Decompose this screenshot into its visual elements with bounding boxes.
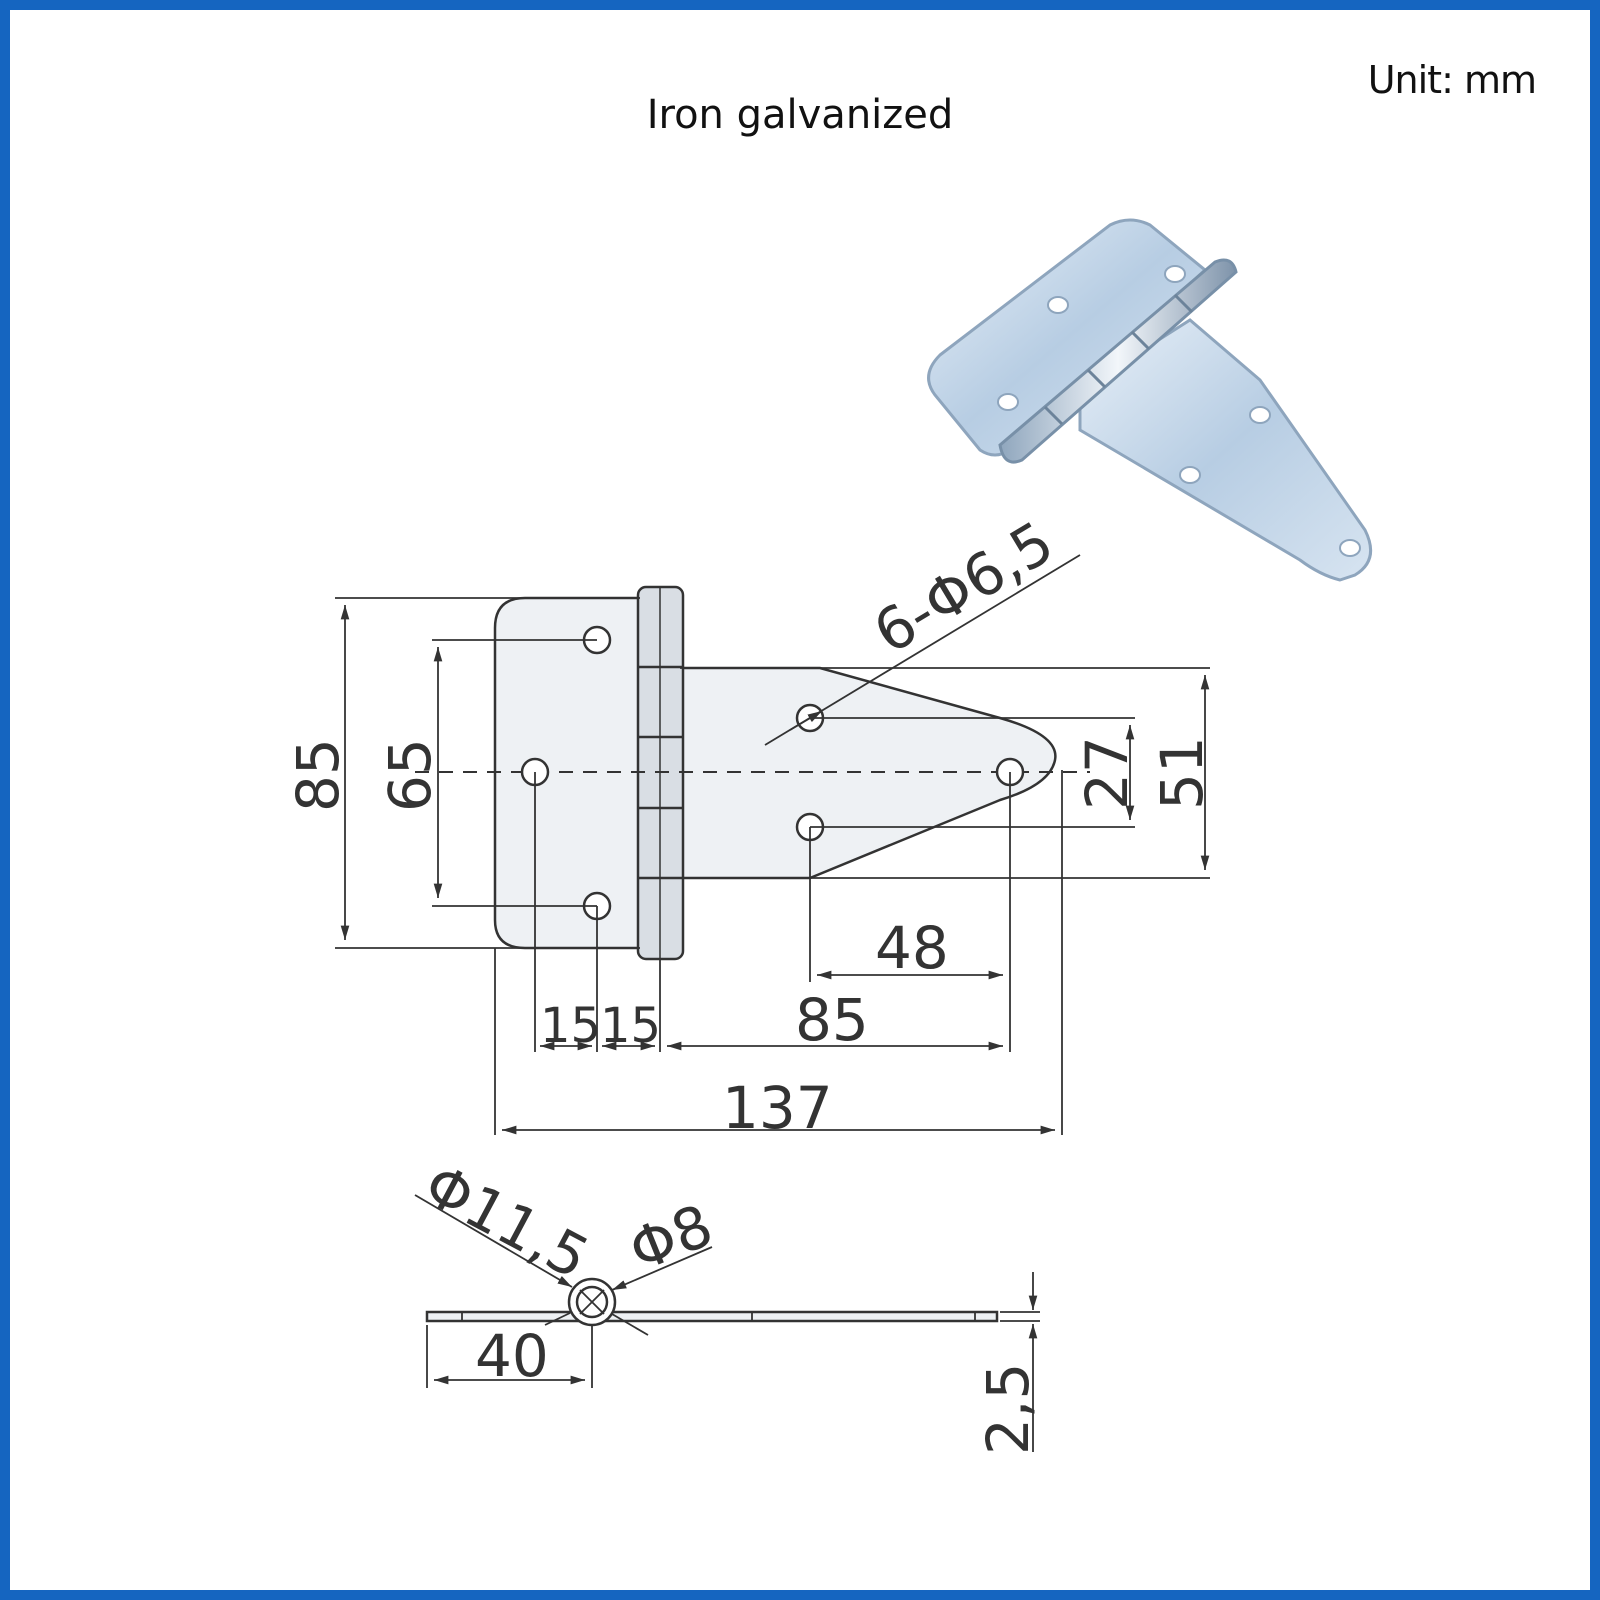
- dim-leaf-width-side: 40: [475, 1322, 549, 1390]
- dim-hole-offset-2: 15: [600, 998, 661, 1054]
- tail-leaf: [1078, 318, 1373, 582]
- hinge-photo: [927, 218, 1373, 582]
- side-view: [414, 1194, 1040, 1452]
- dim-pin-to-tail-hole: 85: [795, 986, 869, 1054]
- square-leaf: [927, 218, 1208, 457]
- pin-circle: [575, 1285, 609, 1319]
- dim-tail-height: 51: [1148, 736, 1216, 810]
- dim-holes: 6-Φ6,5: [862, 508, 1065, 667]
- material-title: Iron galvanized: [646, 92, 954, 138]
- unit-label: Unit: mm: [1367, 58, 1537, 102]
- dim-thickness: 2,5: [974, 1363, 1042, 1455]
- dim-pin-diameter: Φ8: [620, 1191, 722, 1285]
- dim-tail-hole-offset: 48: [875, 914, 949, 982]
- dim-hole-offset-1: 15: [540, 998, 601, 1054]
- dim-overall-height: 85: [284, 738, 352, 812]
- pin-knuckle: [998, 258, 1238, 464]
- dim-inner-hole-spacing: 27: [1073, 736, 1141, 810]
- dim-hole-spacing-vertical: 65: [376, 738, 444, 812]
- dim-overall-length: 137: [722, 1074, 833, 1142]
- front-view: [335, 554, 1210, 1135]
- dim-knuckle-outer-diameter: Φ11,5: [413, 1150, 599, 1292]
- tail-leaf-outline: [680, 666, 1057, 880]
- leaf-edge: [425, 1310, 999, 1323]
